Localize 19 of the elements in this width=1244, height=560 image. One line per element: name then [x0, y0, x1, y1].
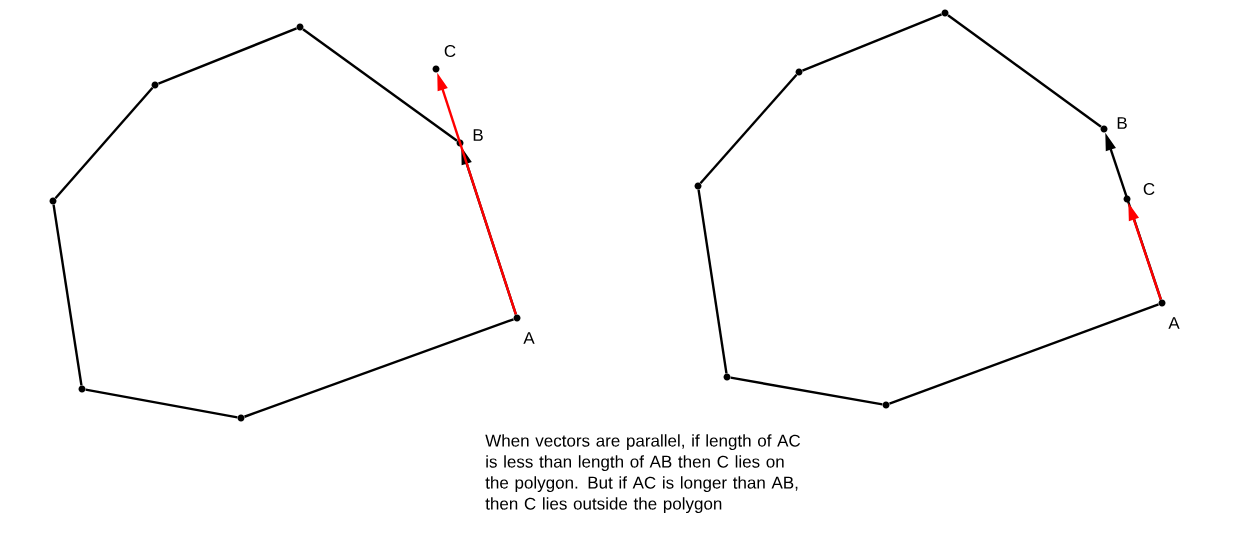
polygon-side: [889, 303, 1159, 405]
polygon-side: [802, 13, 943, 72]
point-label: B: [473, 129, 483, 141]
point-label: C: [444, 45, 456, 58]
polygon-side: [730, 376, 883, 406]
polygon-side: [158, 27, 297, 85]
note-text: When vectors are parallel, if length of AC is less than length of AB then C lies on the polygon. But if AC is longer than AB, then C lies outside the polygon: [485, 434, 801, 514]
point-label: B: [1117, 117, 1127, 129]
polygon-side: [54, 87, 154, 199]
polygon-side: [697, 189, 728, 374]
point-label: A: [523, 332, 535, 344]
polygon-side: [244, 318, 514, 418]
polygon-side: [52, 204, 83, 386]
polygon-side: [699, 73, 798, 185]
polygon-side: [302, 28, 458, 142]
point-label: C: [1143, 183, 1155, 196]
point-label: A: [1168, 317, 1180, 329]
polygon-side: [85, 388, 238, 419]
polygon-side: [947, 14, 1102, 128]
